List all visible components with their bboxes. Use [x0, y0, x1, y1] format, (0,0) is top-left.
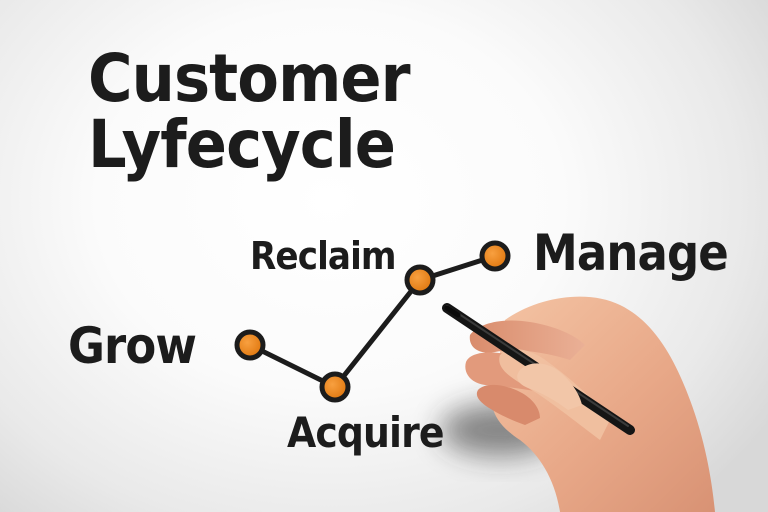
node-manage [479, 240, 511, 272]
label-reclaim: Reclaim [250, 234, 397, 278]
label-grow: Grow [68, 317, 197, 375]
label-acquire: Acquire [287, 408, 444, 457]
connector-acquire-reclaim [332, 277, 423, 390]
hand-index-finger [469, 320, 585, 360]
node-acquire [319, 371, 351, 403]
hand-ring-finger [476, 384, 540, 425]
nodes [234, 240, 511, 403]
diagram-title: Customer Lyfecycle [88, 40, 411, 183]
node-reclaim [404, 264, 436, 296]
hand-thumb-tip [517, 363, 582, 410]
node-grow [234, 329, 266, 361]
title-line-1: Customer [88, 40, 411, 117]
label-manage: Manage [533, 224, 729, 282]
connector-grow-acquire [247, 342, 338, 390]
title-line-2: Lyfecycle [88, 106, 396, 183]
